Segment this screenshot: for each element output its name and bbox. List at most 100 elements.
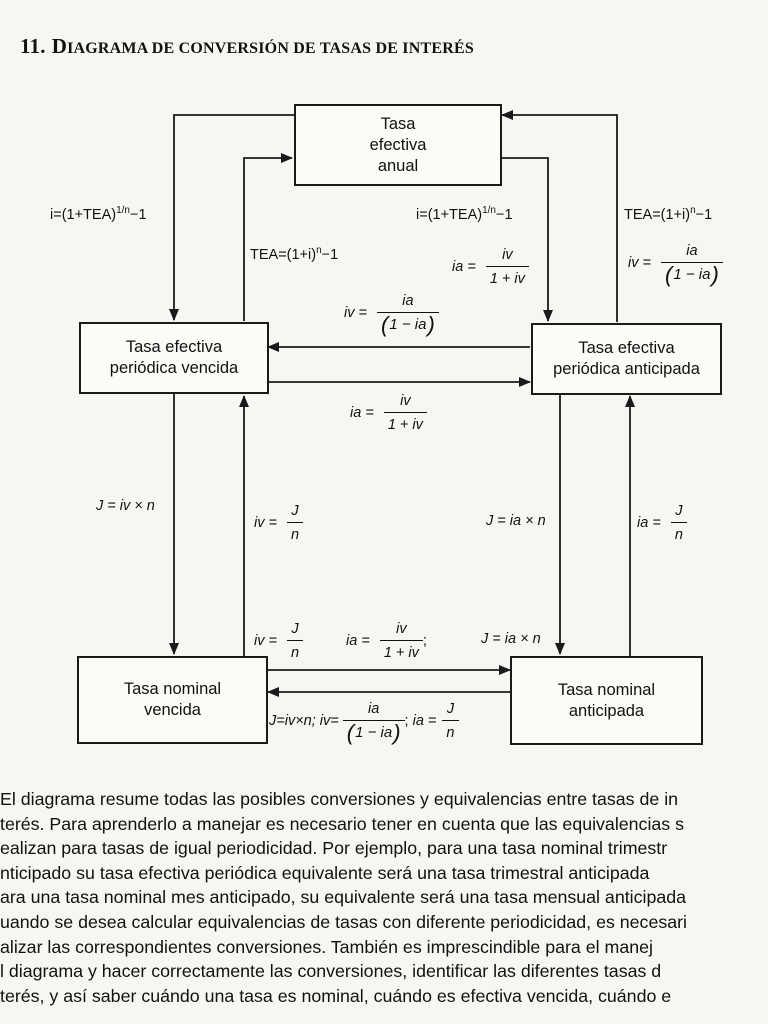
page-heading: 11.DIAGRAMA DE CONVERSIÓN DE TASAS DE IN… [20, 34, 474, 59]
formula-i-from-tea-right: i=(1+TEA)1/n−1 [416, 202, 513, 224]
formula-lhs: ia = [412, 712, 437, 729]
denominator: n [670, 522, 687, 544]
formula-iv-from-ia-middle: iv = ia 1 − ia [344, 292, 439, 334]
numerator: ia [686, 243, 698, 259]
box-anticipada-line-2: periódica anticipada [553, 360, 700, 378]
fraction: ia 1 − ia [661, 242, 723, 284]
formula-j-ia-n-bottom: J = ia × n [481, 631, 541, 647]
body-paragraph: El diagrama resume todas las posibles co… [0, 787, 768, 1008]
box-tasa-efectiva-anual: Tasa efectiva anual [294, 104, 502, 186]
paragraph-line: l diagrama y hacer correctamente las con… [0, 961, 662, 982]
box-annual-line-1: Tasa [380, 114, 416, 133]
formula-ia-from-iv-bottom: ia = iv 1 + iv; [346, 620, 427, 662]
box-nominal-vencida-line-1: Tasa nominal [123, 680, 222, 698]
box-tasa-nominal-anticipada: Tasa nominal anticipada [510, 656, 703, 745]
formula-tea-from-i-left: TEA=(1+i)n−1 [250, 242, 338, 264]
formula-base: TEA=(1+i) [624, 206, 691, 223]
formula-tea-from-i-right: TEA=(1+i)n−1 [624, 202, 712, 224]
arrow-annual-to-anticipada-inner [500, 157, 553, 322]
fraction: iv 1 + iv [379, 620, 423, 662]
box-anticipada-line-1: Tasa efectiva [578, 339, 675, 357]
arrow-annual-to-vencida-outer [169, 114, 294, 321]
fraction: ia 1 − ia [377, 292, 439, 334]
formula-lhs: ia = [346, 632, 370, 649]
denominator: 1 − ia [661, 262, 723, 284]
formula-i-from-tea-left: i=(1+TEA)1/n−1 [50, 202, 147, 224]
denominator: 1 − ia [342, 720, 405, 742]
denominator: 1 − ia [377, 312, 439, 334]
formula-lhs: iv = [628, 254, 651, 271]
paragraph-line: terés. Para aprenderlo a manejar es nece… [0, 813, 685, 834]
paragraph-line: El diagrama resume todas las posibles co… [0, 789, 679, 809]
heading-number: 11. [20, 34, 46, 58]
denominator: n [287, 522, 304, 544]
numerator: iv [396, 621, 407, 637]
formula-base: TEA=(1+i) [250, 246, 317, 263]
numerator: iv [400, 393, 411, 409]
numerator: ia [367, 701, 380, 717]
formula-j-ia-n-right: J = ia × n [486, 513, 546, 529]
paragraph-line: ara una tasa nominal mes anticipado, su … [0, 887, 687, 908]
numerator: J [675, 503, 683, 519]
numerator: ia [402, 293, 414, 309]
formula-iv-from-ia-right: iv = ia 1 − ia [628, 242, 723, 284]
box-tasa-efectiva-periodica-anticipada: Tasa efectiva periódica anticipada [531, 323, 722, 395]
numerator: iv [502, 247, 513, 263]
denominator: 1 + iv [383, 412, 427, 434]
formula-ia-from-iv-middle: ia = iv 1 + iv [350, 392, 427, 434]
formula-exponent: n [316, 245, 322, 256]
formula-tail: −1 [496, 206, 513, 223]
formula-exponent: n [690, 205, 696, 216]
formula-exponent: 1/n [116, 205, 130, 216]
box-tasa-efectiva-periodica-vencida: Tasa efectiva periódica vencida [79, 322, 269, 394]
formula-bottom-combined: J=iv×n; iv= ia 1 − ia; ia = Jn [269, 700, 459, 742]
heading-title: DIAGRAMA DE CONVERSIÓN DE TASAS DE INTER… [51, 34, 474, 58]
formula-base: i=(1+TEA) [416, 206, 483, 223]
formula-ia-from-iv-upper: ia = iv 1 + iv [452, 246, 529, 288]
box-tasa-nominal-vencida: Tasa nominal vencida [77, 656, 268, 744]
box-annual-line-3: anual [377, 156, 419, 175]
formula-lhs: ia = [637, 514, 661, 531]
semicolon: ; [422, 632, 427, 649]
denominator: 1 + iv [485, 266, 529, 288]
formula-lhs: ia = [452, 258, 476, 275]
semicolon: ; [404, 712, 409, 729]
denominator: 1 + iv [379, 640, 423, 662]
formula-lhs: iv = [344, 304, 367, 321]
formula-lhs: iv = [254, 514, 277, 531]
box-nominal-anticipada-line-1: Tasa nominal [557, 680, 656, 699]
formula-tail: −1 [321, 246, 339, 263]
formula-lhs: iv = [254, 632, 277, 649]
paragraph-line: terés, y así saber cuándo una tasa es no… [0, 985, 672, 1006]
arrow-anticipada-to-annual-outer [501, 110, 618, 322]
fraction: iv 1 + iv [383, 392, 427, 434]
box-nominal-vencida-line-2: vencida [144, 701, 201, 719]
paragraph-line: nticipado su tasa efectiva periódica equ… [0, 862, 650, 883]
fraction: ia 1 − ia [342, 700, 405, 742]
formula-j-iv-n-left: J = iv × n [96, 498, 155, 514]
numerator: J [291, 621, 299, 637]
formula-exponent: 1/n [482, 205, 496, 216]
formula-lhs: ia = [350, 404, 374, 421]
box-annual-line-2: efectiva [369, 135, 427, 154]
arrow-vencida-to-annual-inner [243, 153, 293, 321]
box-vencida-line-2: periódica vencida [109, 359, 239, 377]
denominator: n [442, 720, 459, 742]
fraction: iv 1 + iv [485, 246, 529, 288]
box-nominal-anticipada-line-2: anticipada [568, 701, 645, 720]
numerator: J [291, 503, 299, 519]
numerator: J [446, 701, 455, 717]
conversion-diagram [169, 110, 635, 697]
formula-base: i=(1+TEA) [50, 206, 117, 223]
formula-tail: −1 [695, 206, 713, 223]
formula-j-iv-n: J=iv×n; iv= [269, 712, 339, 729]
paragraph-line: alizar las correspondientes conversiones… [0, 936, 653, 957]
box-vencida-line-1: Tasa efectiva [125, 338, 223, 356]
formula-tail: −1 [130, 206, 147, 223]
